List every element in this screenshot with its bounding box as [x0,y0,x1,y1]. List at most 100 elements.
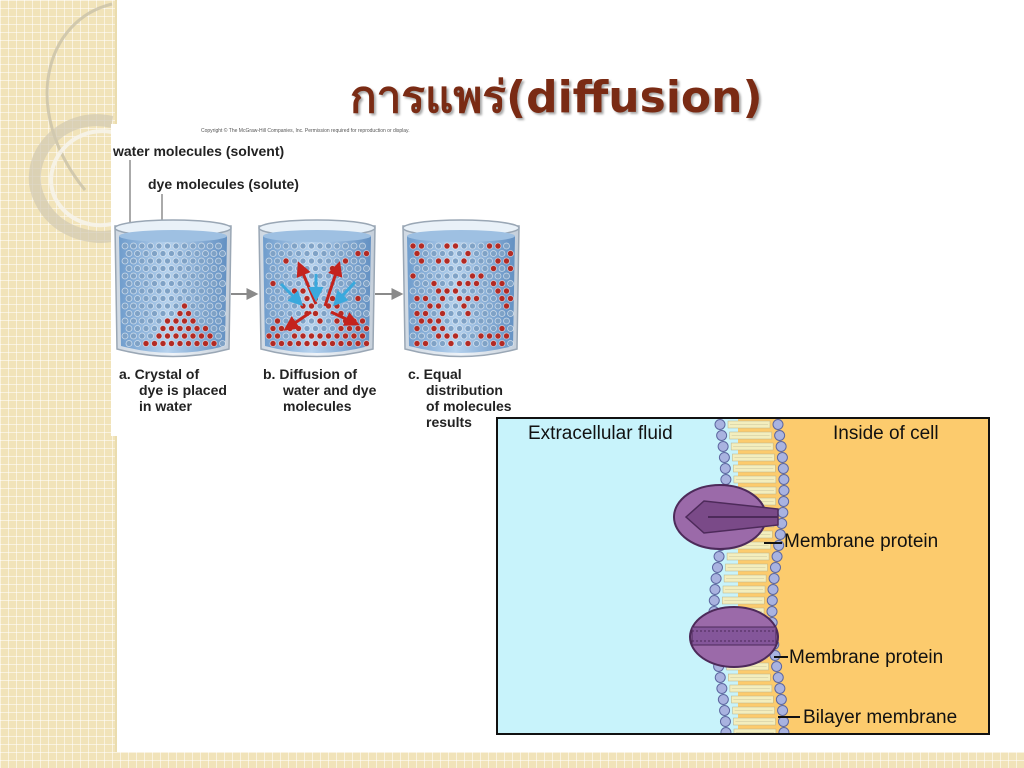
water-molecule [164,272,171,280]
water-molecule [473,340,480,347]
water-molecule [422,265,429,272]
water-molecule [121,242,129,250]
lipid-head [771,661,783,672]
water-molecule [219,295,226,302]
water-molecule [308,242,315,250]
dye-molecule [354,250,362,257]
water-molecule [418,272,425,280]
water-molecule [282,242,290,250]
dye-molecule [443,257,451,265]
water-molecule [134,280,141,287]
water-molecule [325,242,332,250]
dye-molecule [333,317,341,325]
water-molecule [155,257,163,265]
caption-a-line-2: dye is placed [139,382,227,398]
water-molecule [202,265,209,272]
water-molecule [354,310,362,317]
dye-molecule [363,325,370,332]
water-molecule [325,272,332,280]
water-molecule [337,280,345,287]
water-molecule [286,250,294,257]
water-molecule [198,272,205,280]
lipid-head [720,474,732,485]
water-molecule [198,242,205,250]
water-molecule [507,310,514,317]
water-molecule [206,272,214,280]
dye-molecule [494,287,502,295]
water-molecule [125,265,133,272]
water-molecule [202,250,209,257]
water-molecule [316,272,324,280]
dye-molecule [435,317,442,325]
dye-molecule [422,340,429,347]
water-molecule [422,325,429,332]
water-molecule [269,265,277,272]
membrane-illustration [498,419,988,733]
water-molecule [151,280,158,287]
caption-b-line-3: molecules [283,398,352,414]
dye-molecule [469,272,476,280]
lipid-head [711,562,723,573]
water-molecule [456,265,463,272]
dye-molecule [181,332,188,340]
dye-molecule [291,287,298,295]
lipid-head [778,474,790,485]
dye-molecule [439,325,446,332]
dye-molecule [278,340,285,347]
water-molecule [151,325,158,332]
water-molecule [130,317,137,325]
water-molecule [435,272,442,280]
dye-molecule [168,325,175,332]
water-molecule [172,257,180,265]
water-molecule [320,265,328,272]
dye-molecule [291,332,298,340]
dye-molecule [329,340,336,347]
water-molecule [312,250,319,257]
water-molecule [176,280,184,287]
dye-molecule [320,340,328,347]
dye-molecule [164,332,171,340]
water-molecule [219,325,226,332]
dye-molecule [477,272,485,280]
water-molecule [210,280,218,287]
caption-a-line-1: a. Crystal of [119,366,200,382]
water-molecule [308,272,315,280]
water-molecule [206,242,214,250]
water-molecule [121,287,129,295]
lipid-head [771,551,783,562]
lipid-head [774,529,786,540]
dye-molecule [181,317,188,325]
water-molecule [130,242,137,250]
water-molecule [172,272,180,280]
lipid-head [716,430,728,441]
water-molecule [210,325,218,332]
water-molecule [147,242,154,250]
dye-molecule [185,340,192,347]
caption-b-line-1: b. Diffusion of [263,366,358,382]
water-molecule [278,250,285,257]
dye-molecule [456,295,463,302]
diffusion-figure: Copyright © The McGraw-Hill Companies, I… [111,124,522,436]
lipid-head [768,573,780,584]
lipid-head [714,419,726,430]
water-molecule [359,272,366,280]
dye-molecule [426,302,434,310]
water-molecule [291,272,298,280]
water-molecule [469,287,476,295]
water-molecule [422,250,429,257]
dye-molecule [282,257,290,265]
water-molecule [342,242,349,250]
lipid-head [717,694,729,705]
membrane-protein-1 [673,484,779,550]
dye-molecule [193,340,201,347]
lipid-head [717,441,729,452]
dye-molecule [189,332,197,340]
water-molecule [121,272,129,280]
dye-molecule [346,325,353,332]
water-molecule [274,287,281,295]
water-molecule [452,317,459,325]
dye-molecule [359,332,366,340]
lipid-head [719,463,731,474]
water-molecule [456,310,463,317]
dye-molecule [295,340,302,347]
